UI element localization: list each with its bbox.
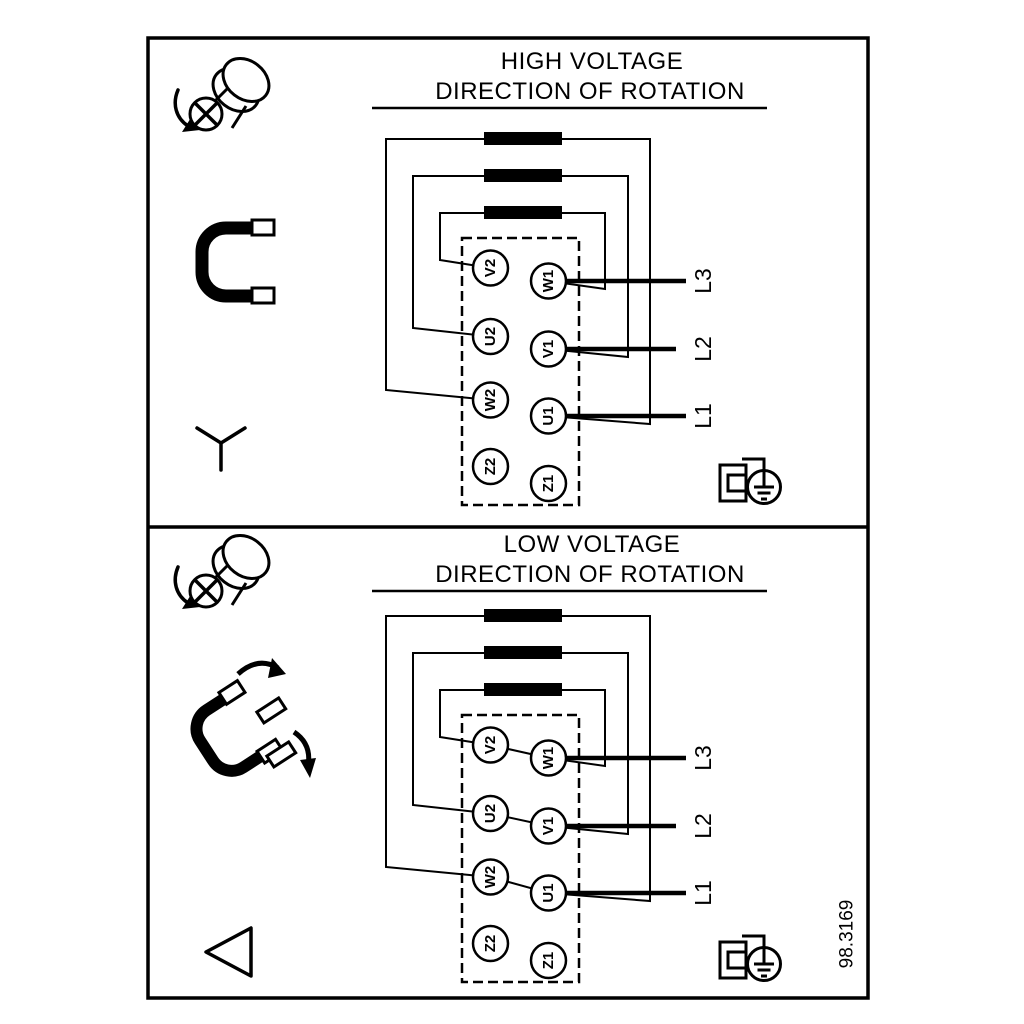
clip-body-group [190, 678, 286, 777]
terminal-circle-w1 [529, 739, 568, 777]
clip-body [190, 691, 269, 777]
terminal-circle-z2 [471, 447, 510, 486]
supply-label-l3: L3 [690, 745, 716, 771]
clip-reposition-arrows-icon [190, 658, 316, 778]
terminal-label: U1 [540, 406, 557, 425]
panel-low-voltage: LOW VOLTAGE DIRECTION OF ROTATION V2 U2 [173, 524, 858, 982]
figure-number: 98.3169 [837, 900, 858, 969]
terminal-label: U2 [482, 804, 499, 823]
diagram-frame [146, 36, 870, 1000]
clip-end [250, 286, 276, 305]
supply-label-l3: L3 [690, 268, 716, 294]
terminal-label: Z1 [540, 952, 557, 970]
panel-subtitle: DIRECTION OF ROTATION [435, 78, 745, 105]
terminal-label: V1 [540, 817, 557, 835]
terminal-label: W1 [540, 747, 557, 770]
move-arrowhead [300, 758, 316, 778]
delta-connection-icon [204, 926, 253, 978]
star-arm [195, 426, 223, 445]
terminal-label: Z2 [482, 935, 499, 953]
terminal-circle-v1 [529, 807, 568, 845]
loose-clip-plate [254, 695, 288, 726]
terminal-label: U2 [482, 327, 499, 346]
loose-clip-plate [264, 739, 298, 770]
terminal-label: W2 [482, 866, 499, 889]
terminal-label: Z2 [482, 458, 499, 476]
panel-subtitle: DIRECTION OF ROTATION [435, 561, 745, 588]
panel-title: LOW VOLTAGE [504, 531, 681, 558]
clip-end [250, 218, 276, 237]
terminal-circle-v1 [529, 330, 568, 368]
terminal-circle-u2 [471, 794, 510, 833]
terminal-label: U1 [540, 883, 557, 902]
terminal-label: V2 [482, 259, 499, 277]
terminal-circle-v2 [471, 249, 510, 287]
supply-label-l1: L1 [690, 880, 716, 906]
terminal-label: V1 [540, 340, 557, 358]
panel-title: HIGH VOLTAGE [501, 48, 683, 75]
clip-end [216, 678, 248, 707]
clip-body [195, 221, 258, 303]
terminal-circle-w2 [471, 858, 510, 896]
star-arm [219, 426, 247, 445]
terminal-label: V2 [482, 736, 499, 754]
terminal-label: W2 [482, 389, 499, 412]
terminal-label: W1 [540, 270, 557, 293]
supply-label-l1: L1 [690, 403, 716, 429]
terminal-circle-w2 [471, 381, 510, 419]
supply-label-l2: L2 [690, 813, 716, 839]
panel-high-voltage: HIGH VOLTAGE DIRECTION OF ROTATION V2 U2… [173, 47, 782, 505]
terminal-circle-v2 [471, 726, 510, 764]
terminal-circle-u2 [471, 317, 510, 356]
terminal-circle-u1 [529, 874, 568, 912]
terminal-circle-u1 [529, 397, 568, 435]
star-connection-icon [195, 426, 247, 472]
terminal-circle-z1 [529, 464, 568, 503]
terminal-label: Z1 [540, 475, 557, 493]
supply-label-l2: L2 [690, 336, 716, 362]
jumper-clip-icon [195, 218, 276, 305]
terminal-circle-z1 [529, 941, 568, 980]
move-arrowhead [268, 658, 286, 678]
terminal-circle-z2 [471, 924, 510, 963]
terminal-circle-w1 [529, 262, 568, 300]
